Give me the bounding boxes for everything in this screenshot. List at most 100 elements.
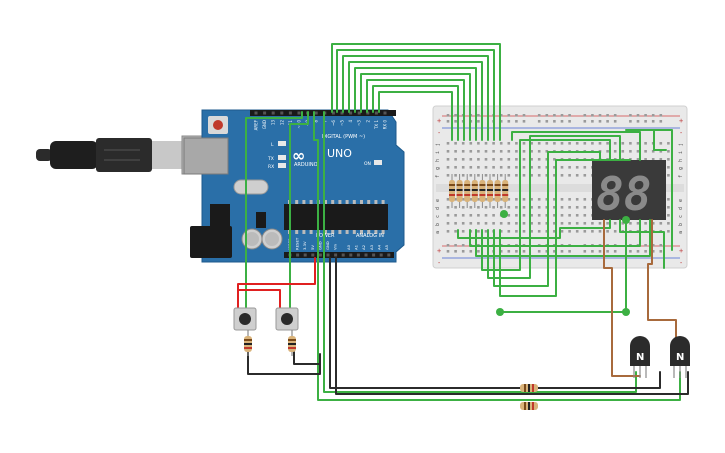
header-hole[interactable]	[318, 253, 322, 257]
bb-hole	[568, 166, 571, 169]
bb-rail-hole	[659, 244, 663, 247]
reset-button-cap	[213, 120, 223, 130]
header-hole[interactable]	[303, 253, 307, 257]
bb-hole	[484, 150, 488, 153]
header-hole[interactable]	[341, 253, 345, 257]
bb-hole	[537, 150, 541, 153]
bb-hole	[629, 142, 632, 145]
header-hole[interactable]	[387, 253, 391, 257]
header-hole[interactable]	[280, 111, 284, 115]
bb-rail-hole	[636, 114, 640, 117]
bb-hole	[469, 206, 473, 209]
header-hole[interactable]	[334, 253, 338, 257]
bb-rail-hole	[659, 120, 663, 123]
resistor-button-1	[244, 330, 252, 356]
display-digits: 88	[596, 167, 651, 221]
chip-pin	[324, 230, 327, 234]
bb-hole	[461, 198, 465, 201]
bb-row-letter: j	[678, 143, 684, 146]
header-hole[interactable]	[356, 253, 360, 257]
header-hole[interactable]	[314, 111, 318, 115]
bb-hole	[484, 166, 488, 169]
bb-rail-hole	[469, 250, 473, 253]
bb-hole	[667, 166, 670, 169]
bb-hole	[629, 150, 632, 153]
bb-hole	[461, 230, 465, 233]
header-hole[interactable]	[288, 111, 292, 115]
header-hole[interactable]	[263, 111, 267, 115]
rail-minus-top-right: -	[679, 129, 683, 137]
bb-hole	[553, 166, 556, 169]
bb-hole	[575, 230, 579, 233]
led-l	[278, 141, 286, 146]
header-hole[interactable]	[357, 111, 361, 115]
bb-hole	[560, 174, 564, 177]
header-hole[interactable]	[364, 253, 368, 257]
bb-hole	[515, 150, 518, 153]
led-tx-label: TX	[267, 156, 274, 162]
resistor-band	[487, 194, 493, 196]
bb-rail-hole	[522, 250, 526, 253]
header-hole[interactable]	[374, 111, 378, 115]
wire-green-d5	[378, 91, 453, 141]
bb-row-letter: g	[678, 167, 684, 170]
header-hole[interactable]	[254, 111, 258, 115]
bb-hole	[636, 142, 640, 145]
bb-hole	[575, 166, 579, 169]
bb-hole	[537, 222, 541, 225]
header-hole[interactable]	[379, 253, 383, 257]
header-hole[interactable]	[383, 111, 387, 115]
resistor-band	[502, 184, 509, 186]
bb-hole	[446, 230, 450, 233]
chip-pin	[360, 200, 363, 204]
bb-hole	[583, 166, 587, 169]
bb-hole	[454, 158, 457, 161]
bb-rail-hole	[598, 120, 602, 123]
resistor-bank	[449, 174, 509, 208]
bb-hole	[636, 158, 640, 161]
bb-rail-hole	[629, 250, 632, 253]
bb-hole	[515, 158, 518, 161]
bb-row-letter: f	[678, 175, 684, 178]
header-pin-label: ~6	[331, 120, 336, 126]
wire-green-bb-4	[487, 135, 621, 279]
power-label: POWER	[316, 233, 335, 239]
bb-hole	[575, 206, 579, 209]
push-button-1[interactable]	[233, 307, 257, 331]
bb-hole	[651, 150, 655, 153]
bb-row-letter: d	[435, 207, 441, 210]
header-hole[interactable]	[349, 253, 353, 257]
header-hole[interactable]	[326, 253, 330, 257]
header-hole[interactable]	[366, 111, 370, 115]
header-hole[interactable]	[349, 111, 353, 115]
bb-row-letter: a	[678, 231, 684, 234]
resistor-band	[449, 189, 455, 191]
bb-hole	[583, 230, 587, 233]
bb-hole	[621, 150, 625, 153]
bb-row-letter: i	[678, 151, 684, 154]
wire-brown-1	[603, 219, 641, 377]
header-hole[interactable]	[296, 253, 300, 257]
bb-hole	[492, 222, 495, 225]
bb-hole	[613, 222, 617, 225]
bb-rail-hole	[583, 250, 587, 253]
push-button-2[interactable]	[275, 307, 299, 331]
bb-hole	[553, 174, 556, 177]
header-hole[interactable]	[331, 111, 335, 115]
bb-rail-hole	[629, 114, 632, 117]
header-hole[interactable]	[311, 253, 315, 257]
bb-hole	[499, 166, 503, 169]
wire-green-bb-2	[475, 219, 651, 257]
header-hole[interactable]	[271, 111, 275, 115]
bb-hole	[659, 158, 663, 161]
bb-hole	[522, 174, 526, 177]
bb-row-letter: g	[435, 167, 441, 170]
bb-hole	[667, 158, 670, 161]
bb-hole	[553, 230, 556, 233]
rail-plus-top-right: +	[679, 117, 683, 125]
bb-hole	[446, 174, 450, 177]
header-hole[interactable]	[372, 253, 376, 257]
header-hole[interactable]	[297, 111, 301, 115]
header-hole[interactable]	[340, 111, 344, 115]
bb-hole	[454, 230, 457, 233]
